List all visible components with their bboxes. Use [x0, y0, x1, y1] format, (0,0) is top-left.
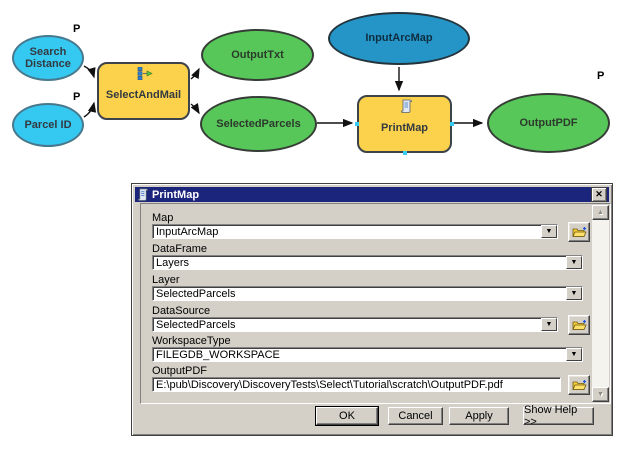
ok-button[interactable]: OK: [315, 406, 379, 426]
node-input-arcmap[interactable]: InputArcMap: [328, 12, 470, 65]
node-label: SelectedParcels: [216, 117, 301, 130]
scroll-up-icon[interactable]: ▲: [592, 205, 609, 220]
node-search-distance[interactable]: Search Distance: [12, 35, 84, 81]
node-label: OutputPDF: [519, 116, 578, 129]
node-label: PrintMap: [380, 121, 429, 134]
parameter-marker: P: [73, 91, 81, 103]
outputpdf-input[interactable]: E:\pub\Discovery\DiscoveryTests\Select\T…: [152, 377, 561, 392]
dialog-titlebar[interactable]: PrintMap ✕: [135, 187, 609, 202]
node-output-txt[interactable]: OutputTxt: [201, 29, 314, 81]
node-output-pdf[interactable]: OutputPDF: [487, 93, 610, 153]
datasource-combobox[interactable]: SelectedParcels ▼: [152, 317, 558, 332]
chevron-down-icon[interactable]: ▼: [566, 256, 582, 269]
workspacetype-value: FILEGDB_WORKSPACE: [156, 348, 280, 361]
node-label: InputArcMap: [365, 32, 433, 45]
script-icon: [401, 99, 412, 113]
field-label-map: Map: [152, 212, 174, 224]
open-folder-icon: [571, 320, 587, 330]
close-icon[interactable]: ✕: [591, 187, 607, 202]
field-label-datasource: DataSource: [152, 305, 211, 317]
dataframe-combobox[interactable]: Layers ▼: [152, 255, 583, 270]
modelbuilder-canvas: P Search Distance P Parcel ID SelectAndM…: [0, 0, 628, 178]
layer-value: SelectedParcels: [156, 287, 236, 300]
field-label-dataframe: DataFrame: [152, 243, 208, 255]
chevron-down-icon[interactable]: ▼: [566, 287, 582, 300]
outputpdf-browse-button[interactable]: [568, 375, 590, 395]
chevron-down-icon[interactable]: ▼: [566, 348, 582, 361]
node-label: SelectAndMail: [105, 88, 182, 101]
node-label: Search Distance: [25, 45, 71, 70]
script-icon: [137, 188, 149, 201]
apply-button[interactable]: Apply: [449, 407, 509, 425]
vertical-scrollbar[interactable]: ▲ ▼: [592, 205, 609, 402]
node-parcel-id[interactable]: Parcel ID: [12, 103, 84, 147]
workspacetype-combobox[interactable]: FILEGDB_WORKSPACE ▼: [152, 347, 583, 362]
node-label: OutputTxt: [231, 48, 284, 61]
cancel-button[interactable]: Cancel: [388, 407, 443, 425]
node-print-map[interactable]: PrintMap: [355, 95, 454, 155]
show-help-button[interactable]: Show Help >>: [523, 404, 594, 428]
open-folder-icon: [571, 380, 587, 390]
map-browse-button[interactable]: [568, 222, 590, 242]
scroll-down-icon[interactable]: ▼: [592, 387, 609, 402]
dialog-title: PrintMap: [152, 188, 200, 201]
map-value: InputArcMap: [156, 225, 219, 238]
chevron-down-icon[interactable]: ▼: [541, 318, 557, 331]
chevron-down-icon[interactable]: ▼: [541, 225, 557, 238]
datasource-value: SelectedParcels: [156, 318, 236, 331]
tool-parameters-panel: Map InputArcMap ▼ DataFrame Layers ▼ Lay…: [140, 203, 611, 404]
selection-handle: [450, 122, 454, 126]
selection-handle: [355, 122, 359, 126]
node-selected-parcels[interactable]: SelectedParcels: [200, 96, 317, 152]
outputpdf-value: E:\pub\Discovery\DiscoveryTests\Select\T…: [156, 378, 503, 391]
field-label-outputpdf: OutputPDF: [152, 365, 208, 377]
layer-combobox[interactable]: SelectedParcels ▼: [152, 286, 583, 301]
dataframe-value: Layers: [156, 256, 190, 269]
node-label: Parcel ID: [24, 118, 72, 131]
printmap-dialog: PrintMap ✕ Map InputArcMap ▼ DataFrame L…: [131, 183, 613, 436]
selection-handle: [403, 151, 407, 155]
field-label-layer: Layer: [152, 274, 180, 286]
datasource-browse-button[interactable]: [568, 315, 590, 335]
parameter-marker: P: [597, 70, 605, 82]
field-label-workspacetype: WorkspaceType: [152, 335, 231, 347]
map-combobox[interactable]: InputArcMap ▼: [152, 224, 558, 239]
open-folder-icon: [571, 227, 587, 237]
node-select-and-mail[interactable]: SelectAndMail: [97, 62, 190, 120]
model-icon: [137, 67, 153, 80]
parameter-marker: P: [73, 23, 81, 35]
